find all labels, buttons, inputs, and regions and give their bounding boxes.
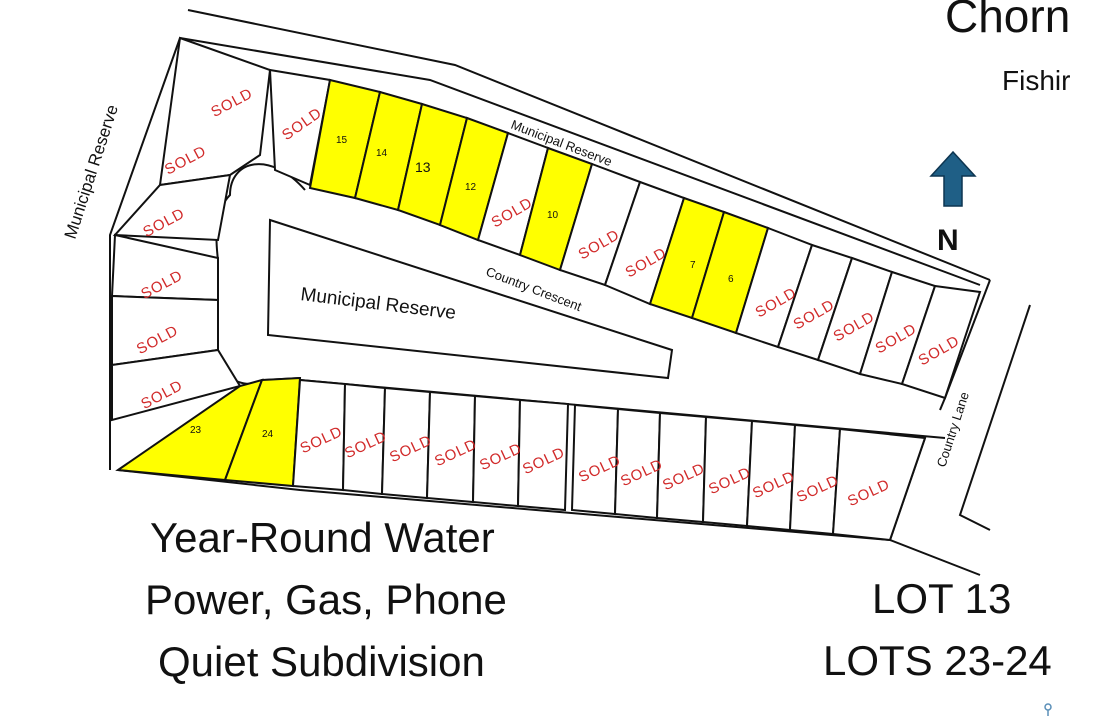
map-subtitle: Fishir	[1002, 65, 1070, 96]
lot-for-sale: LOT 13	[872, 575, 1011, 622]
lot-number: 24	[262, 429, 274, 440]
north-arrow-icon	[929, 150, 977, 207]
lot-number: 7	[690, 260, 696, 271]
lot-number: 13	[415, 159, 431, 175]
lot-number: 6	[728, 274, 734, 285]
pin-icon	[1044, 703, 1052, 716]
lot-number: 14	[376, 148, 388, 159]
lot-for-sale: LOTS 23-24	[823, 637, 1052, 684]
lot-number: 12	[465, 182, 477, 193]
lots-for-sale-block: LOT 13 LOTS 23-24	[823, 575, 1052, 684]
amenity-line: Quiet Subdivision	[158, 638, 485, 685]
reserve-label-center: Municipal Reserve	[299, 284, 457, 324]
lot-number: 15	[336, 135, 348, 146]
bottom-lot-row	[291, 378, 927, 542]
amenity-line: Power, Gas, Phone	[145, 576, 507, 623]
street-label-country-lane: Country Lane	[934, 390, 972, 469]
lot-sold	[158, 36, 272, 187]
lot-number: 23	[190, 425, 202, 436]
left-lot-column	[110, 173, 302, 488]
center-reserve-island	[266, 218, 674, 380]
map-title: Chorn	[945, 0, 1070, 42]
lot-sold	[831, 427, 927, 542]
reserve-label-left: Municipal Reserve	[61, 102, 122, 241]
lot-numbers: 15 14 13 12 10 7 6 23 24	[190, 135, 734, 440]
amenities-block: Year-Round Water Power, Gas, Phone Quiet…	[145, 514, 507, 685]
lot-sold	[516, 398, 570, 512]
top-lot-row	[158, 36, 982, 400]
lot-number: 10	[547, 210, 559, 221]
lot-sold	[900, 284, 982, 400]
north-label: N	[937, 224, 959, 257]
lot-sold	[112, 173, 232, 242]
amenity-line: Year-Round Water	[150, 514, 495, 561]
cul-de-sac	[215, 163, 306, 385]
